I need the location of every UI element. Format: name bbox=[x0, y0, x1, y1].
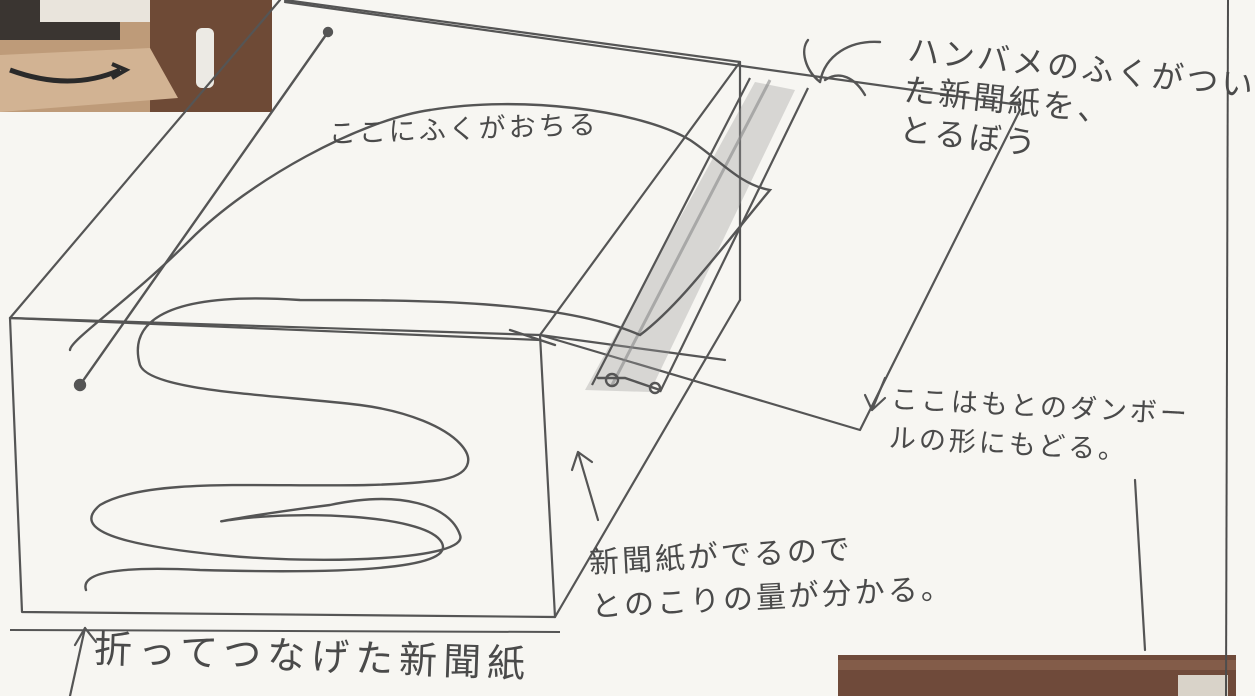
photo-inset-top-left bbox=[0, 0, 272, 112]
folded-newspaper bbox=[68, 102, 773, 592]
rod-shading bbox=[585, 77, 809, 393]
label-shape-return: ここはもとのダンボー ルの形にもどる。 bbox=[888, 383, 1191, 467]
page-bottom-line bbox=[9, 629, 561, 633]
rod bbox=[73, 26, 882, 395]
photo-inset-bottom-right bbox=[838, 655, 1236, 696]
page-margin-line bbox=[1225, 0, 1229, 696]
pointer-arrows bbox=[68, 376, 1147, 696]
cardboard-box bbox=[8, 0, 1022, 619]
